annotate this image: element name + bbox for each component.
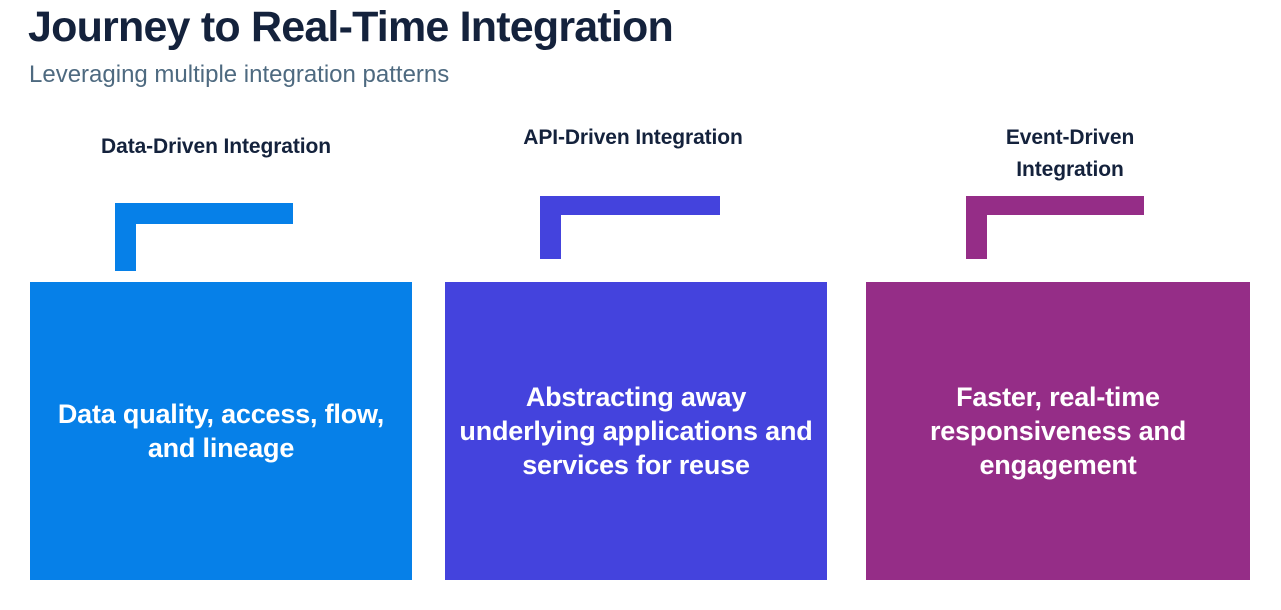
benefit-card[interactable]: Abstracting away underlying applications… bbox=[445, 282, 827, 580]
bracket-horizontal-bar bbox=[540, 196, 720, 215]
benefit-card[interactable]: Data quality, access, flow, and lineage bbox=[30, 282, 412, 580]
benefit-card[interactable]: Faster, real-time responsiveness and eng… bbox=[866, 282, 1250, 580]
bracket-vertical-bar bbox=[966, 215, 987, 259]
page-title: Journey to Real-Time Integration bbox=[28, 3, 674, 51]
bracket-horizontal-bar bbox=[115, 203, 293, 224]
bracket-vertical-bar bbox=[540, 215, 561, 259]
bracket-horizontal-bar bbox=[966, 196, 1144, 215]
column-heading: Event-Driven Integration bbox=[1005, 126, 1135, 181]
benefit-card-text: Abstracting away underlying applications… bbox=[459, 381, 813, 481]
page-subtitle: Leveraging multiple integration patterns bbox=[29, 61, 450, 88]
column-heading: Data-Driven Integration bbox=[101, 135, 331, 158]
benefit-card-text: Faster, real-time responsiveness and eng… bbox=[929, 381, 1186, 481]
benefit-card-text: Data quality, access, flow, and lineage bbox=[57, 398, 385, 463]
column-heading: API-Driven Integration bbox=[523, 126, 743, 149]
bracket-vertical-bar bbox=[115, 224, 136, 271]
